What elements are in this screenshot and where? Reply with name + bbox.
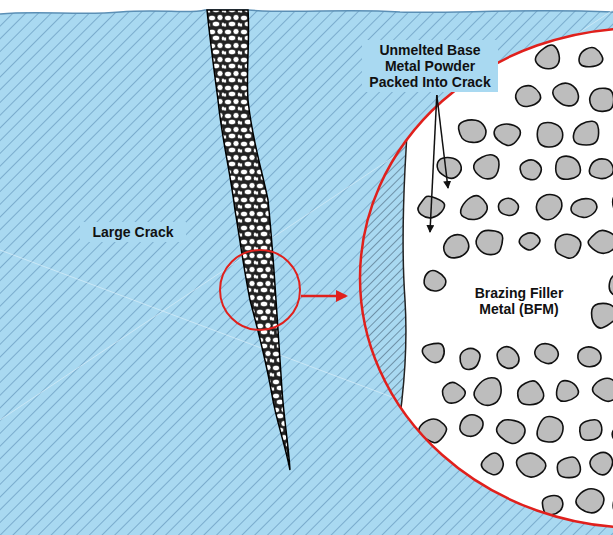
powder-particle (437, 158, 461, 179)
powder-particle (590, 452, 613, 474)
powder-particle (460, 415, 483, 437)
powder-particle (481, 453, 503, 475)
magnify-circle (220, 250, 300, 330)
powder-particle (592, 303, 613, 328)
leader-line (437, 95, 448, 188)
powder-particle (589, 159, 613, 179)
powder-particle (579, 47, 603, 66)
powder-particle (537, 416, 563, 442)
powder-particle (442, 382, 465, 403)
powder-particle (555, 234, 581, 258)
powder-particle (497, 347, 519, 369)
powder-particle (576, 489, 604, 513)
crack (207, 10, 290, 470)
powder-particle (573, 121, 598, 145)
powder-particle (422, 343, 444, 362)
powder-particle (459, 120, 486, 143)
powder-particle (419, 419, 447, 443)
powder-particle (571, 199, 597, 218)
powder-particle (593, 378, 613, 401)
powder-particle (535, 45, 559, 69)
powder-particle (517, 453, 546, 477)
powder-particle (497, 420, 525, 444)
powder-particle (557, 381, 579, 402)
powder-particle (578, 347, 601, 367)
powder-particle (556, 156, 581, 179)
powder-particle (557, 457, 580, 478)
powder-particle (498, 198, 518, 215)
powder-particle (535, 344, 559, 364)
powder-particle (424, 271, 446, 292)
powder-particle (476, 230, 503, 254)
powder-particle (460, 348, 480, 369)
powder-particle (580, 420, 602, 441)
powder-particle (444, 235, 469, 258)
leader-line (430, 95, 437, 232)
powder-particle (494, 124, 520, 145)
powder-particle (520, 160, 541, 180)
powder-particle (518, 381, 544, 405)
powder-particle (461, 196, 488, 220)
powder-particle (590, 88, 613, 111)
powder-particle (474, 155, 499, 179)
powder-particle (553, 83, 579, 106)
crack-label: Large Crack (80, 222, 186, 242)
powder-particle (519, 233, 540, 250)
powder-particle (609, 273, 613, 295)
powder-particle (588, 230, 613, 253)
powder-particle (612, 423, 613, 444)
powder-particle (474, 378, 501, 406)
magnify-arrow (301, 295, 346, 298)
powder-label: Unmelted Base Metal Powder Packed Into C… (362, 40, 498, 92)
filler-label: Brazing Filler Metal (BFM) (470, 283, 568, 319)
powder-particle (536, 195, 561, 220)
powder-particle (537, 122, 562, 147)
powder-particle (516, 86, 541, 107)
